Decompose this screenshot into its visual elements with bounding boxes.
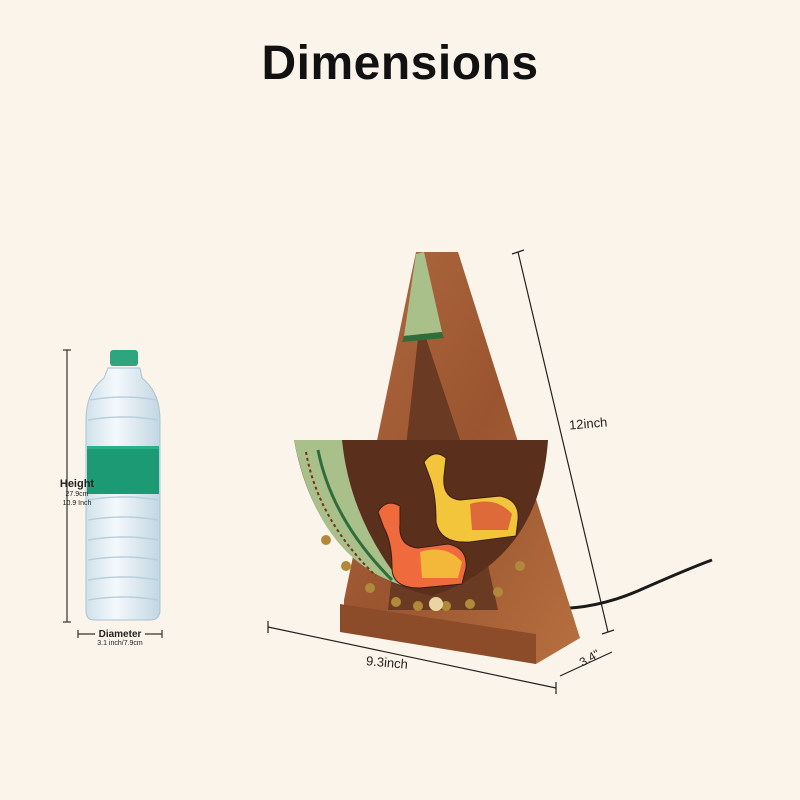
bottle-height-inch: 10.9 Inch [62, 500, 92, 507]
bottle-height-label: Height 27.9cm 10.9 Inch [48, 478, 106, 508]
lamp-dimension-lines [267, 249, 615, 694]
lamp [294, 252, 580, 664]
water-bottle [85, 350, 161, 621]
bottle-height-line [63, 349, 71, 623]
bottle-diameter-line [77, 630, 163, 638]
page-title: Dimensions [261, 37, 539, 90]
bottle-height-cm: 27.9cm [65, 491, 89, 498]
bottle-diameter-value: 3.1 inch/7.9cm [97, 640, 143, 647]
bottle-height-title: Height [59, 478, 95, 490]
bottle-diameter-label: Diameter 3.1 inch/7.9cm [78, 629, 162, 647]
bottle-diameter-title: Diameter [98, 629, 142, 640]
